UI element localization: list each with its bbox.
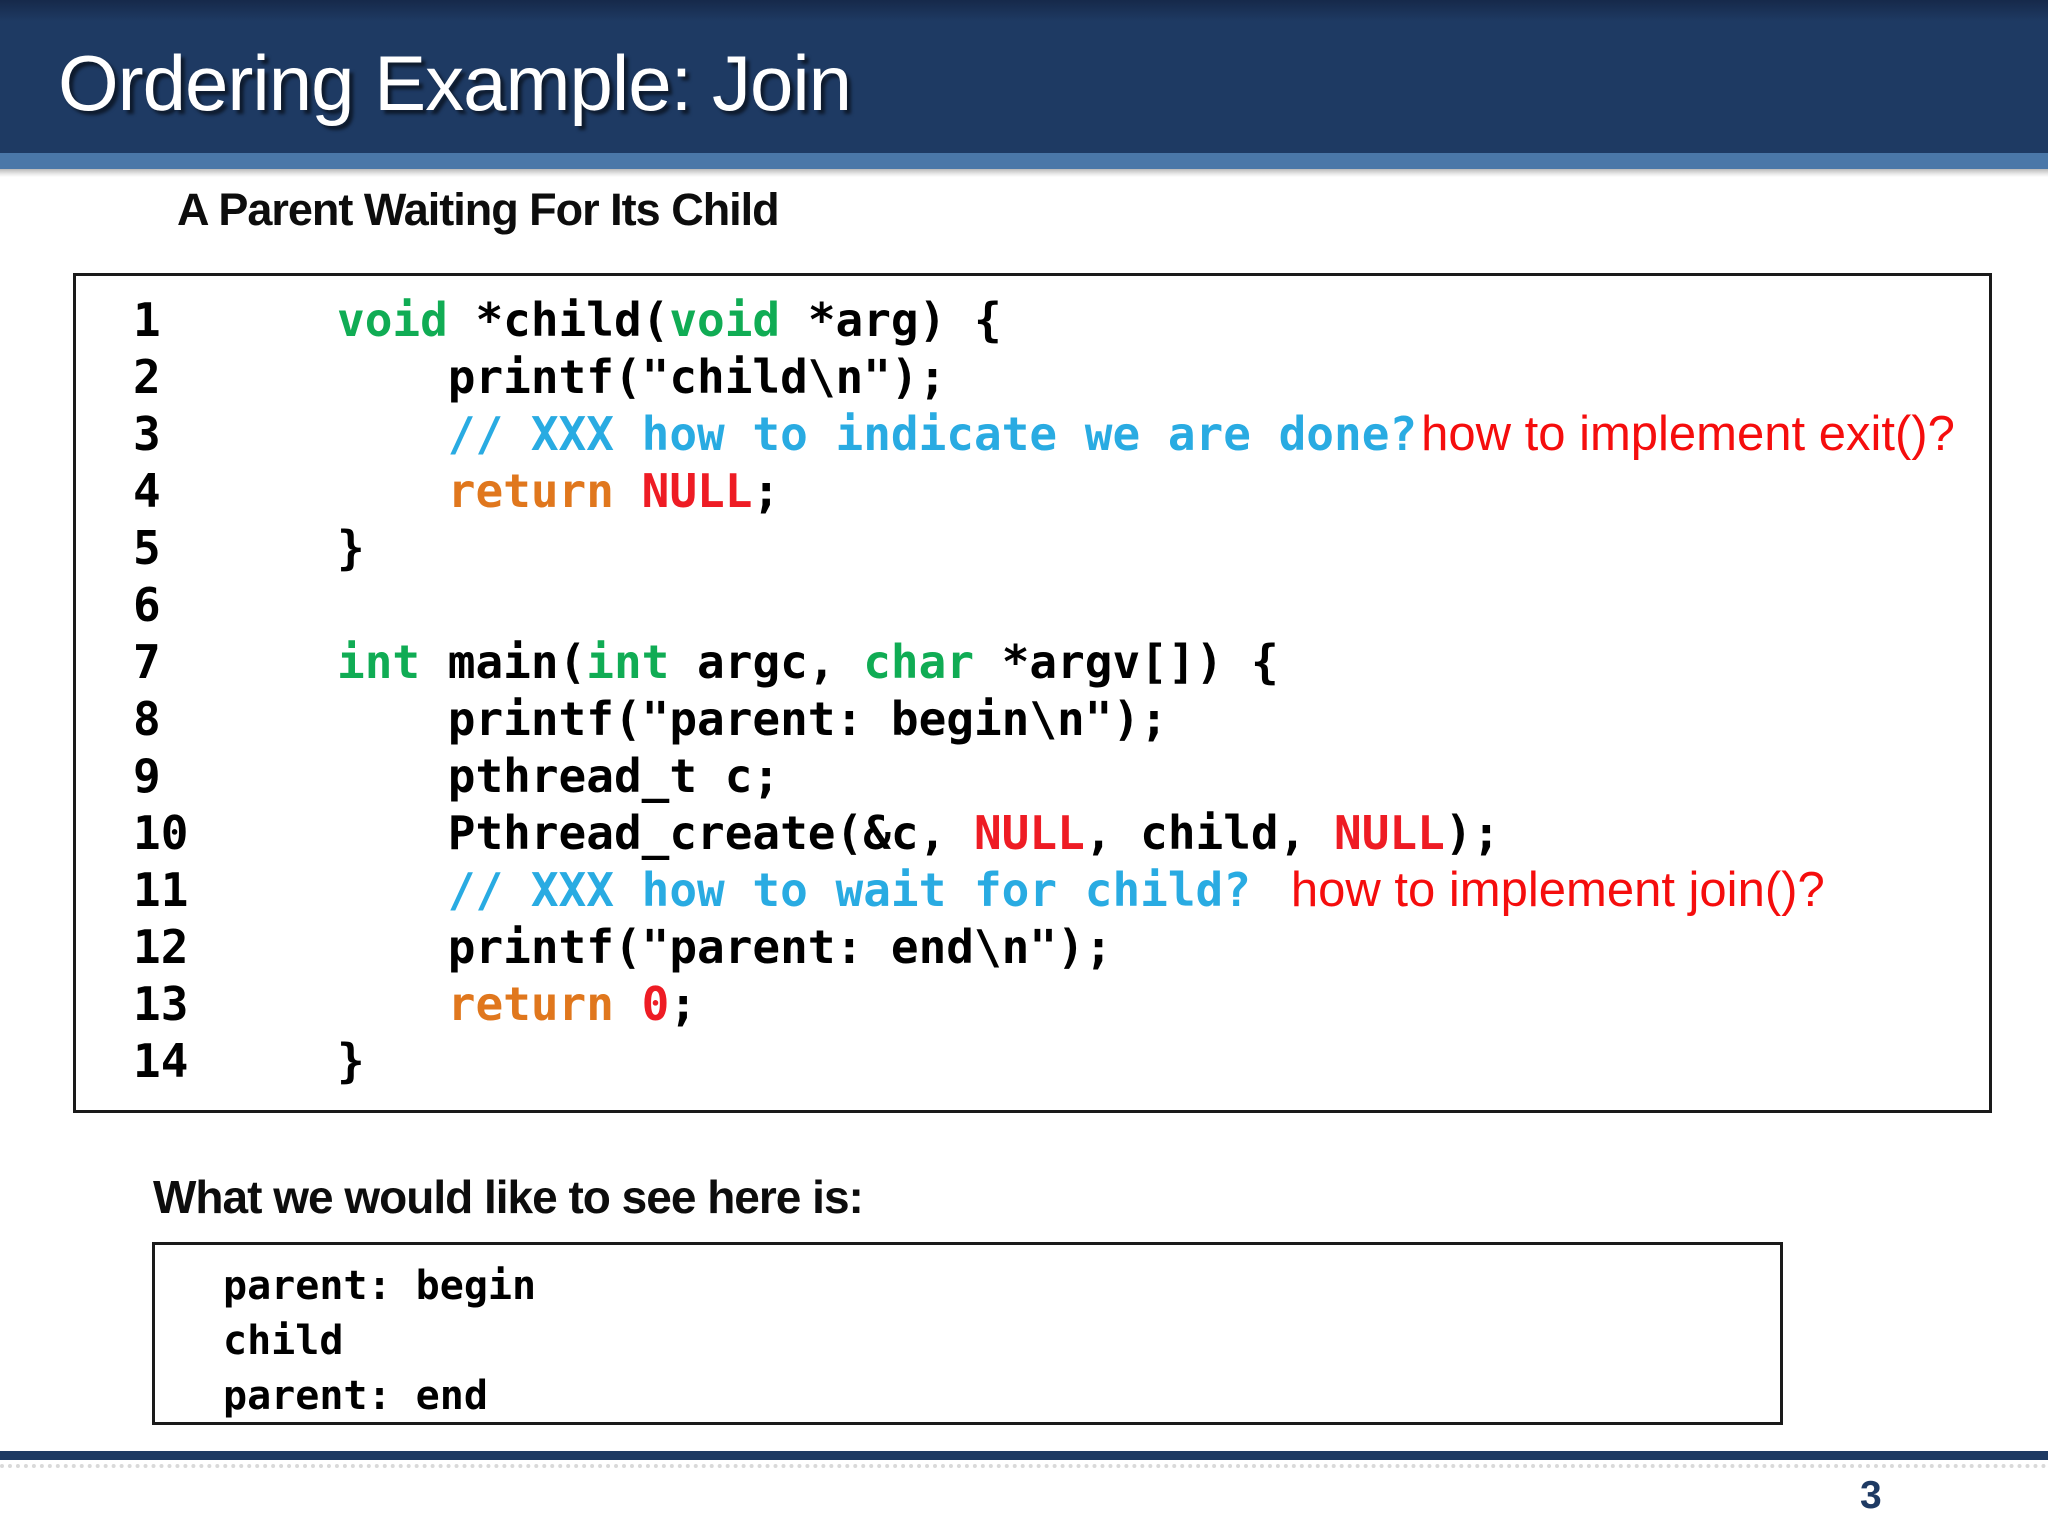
page-title: Ordering Example: Join [58, 39, 852, 127]
code-segment: } [337, 1034, 365, 1088]
code-segment: 0 [641, 977, 670, 1031]
code-line: 7 int main(int argc, char *argv[]) { [133, 634, 1989, 691]
line-number: 13 [133, 977, 189, 1031]
code-line: 13 return 0; [133, 976, 1989, 1033]
line-number: 11 [133, 863, 189, 917]
code-segment: printf("child\n"); [337, 350, 947, 404]
output-box: parent: begin child parent: end [152, 1242, 1783, 1425]
annotation-join: how to implement join()? [1290, 863, 1825, 917]
code-segment: int [337, 635, 421, 689]
output-lines: parent: begin child parent: end [155, 1245, 1780, 1424]
header-bar: Ordering Example: Join [0, 0, 2048, 153]
output-line: parent: begin [223, 1263, 537, 1309]
code-segment: printf("parent: end\n"); [337, 920, 1113, 974]
code-segment: pthread_t c; [337, 749, 781, 803]
line-number: 2 [133, 350, 161, 404]
code-line: 4 return NULL; [133, 463, 1989, 520]
annotation-exit: how to implement exit()? [1421, 407, 1955, 461]
code-segment: return [337, 977, 642, 1031]
code-segment: // XXX how to wait for child? [337, 863, 1251, 917]
code-segment: ); [1444, 806, 1501, 860]
code-segment: argc, [669, 635, 864, 689]
code-segment: void [337, 293, 448, 347]
code-segment: *argv[]) { [974, 635, 1279, 689]
code-segment: } [337, 521, 365, 575]
code-line: 2 printf("child\n"); [133, 349, 1989, 406]
code-line: 14} [133, 1033, 1989, 1090]
section-subtitle: A Parent Waiting For Its Child [177, 184, 780, 235]
footer-dotted-line [0, 1464, 2048, 1468]
code-segment: NULL [973, 806, 1085, 860]
code-segment: printf("parent: begin\n"); [337, 692, 1168, 746]
code-line: 12 printf("parent: end\n"); [133, 919, 1989, 976]
code-line: 9 pthread_t c; [133, 748, 1989, 805]
code-line: 8 printf("parent: begin\n"); [133, 691, 1989, 748]
code-segment: // XXX how to indicate we are done? [337, 407, 1418, 461]
line-number: 6 [133, 578, 161, 632]
code-segment: NULL [1334, 806, 1445, 860]
code-line: 11 // XXX how to wait for child? how to i… [133, 862, 1989, 919]
line-number: 3 [133, 407, 161, 461]
code-segment: char [863, 635, 975, 689]
code-segment: int [586, 635, 670, 689]
code-segment: NULL [641, 464, 753, 518]
code-line: 6 [133, 577, 1989, 634]
output-line: child [223, 1318, 344, 1364]
footer-divider [0, 1451, 2048, 1460]
code-line: 5} [133, 520, 1989, 577]
output-line: parent: end [223, 1373, 488, 1419]
line-number: 8 [133, 692, 161, 746]
page-number: 3 [1860, 1474, 1882, 1517]
code-line: 10 Pthread_create(&c, NULL, child, NULL)… [133, 805, 1989, 862]
line-number: 7 [133, 635, 161, 689]
code-line: 3 // XXX how to indicate we are done?how… [133, 406, 1989, 463]
code-segment: , child, [1084, 806, 1335, 860]
code-segment: main( [420, 635, 587, 689]
header-shadow [0, 169, 2048, 177]
code-segment: ; [669, 977, 698, 1031]
line-number: 14 [133, 1034, 189, 1088]
code-line: 1 void *child(void *arg) { [133, 292, 1989, 349]
code-segment: ; [752, 464, 781, 518]
code-segment: *arg) { [780, 293, 1002, 347]
line-number: 4 [133, 464, 161, 518]
line-number: 1 [133, 293, 161, 347]
header-accent-stripe [0, 153, 2048, 169]
line-number: 9 [133, 749, 161, 803]
line-number: 12 [133, 920, 189, 974]
line-number: 5 [133, 521, 161, 575]
output-heading: What we would like to see here is: [153, 1171, 864, 1223]
code-segment: void [669, 293, 781, 347]
line-number: 10 [133, 806, 189, 860]
code-segment: return [337, 464, 642, 518]
code-segment: *child( [447, 293, 670, 347]
code-segment: Pthread_create(&c, [337, 806, 974, 860]
